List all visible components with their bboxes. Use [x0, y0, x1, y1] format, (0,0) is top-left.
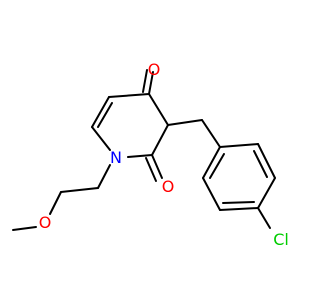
bond-ar3-ar4 [257, 177, 276, 209]
bond-o-ch3 [12, 226, 37, 231]
atom-label-cl: Cl [273, 230, 289, 249]
bond-ch2-aryl [201, 119, 221, 148]
atom-label-n-ring: N [110, 148, 122, 167]
bond-ar4-ar5-inner [222, 201, 255, 204]
bond-c2-o-second [145, 157, 157, 182]
bond-ar4-cl [257, 207, 271, 229]
structure-svg: O O N O Cl [12, 60, 289, 249]
bond-c6-c5-inner [97, 102, 113, 128]
atom-label-o-ether: O [39, 213, 52, 232]
bond-n1-c6 [91, 126, 111, 151]
bond-ar2-ar3-inner [253, 150, 268, 178]
bond-ar4-ar5 [219, 207, 259, 211]
bond-c3-c2 [151, 124, 169, 156]
bond-c5-c4 [108, 93, 150, 98]
bond-c4-o [148, 71, 154, 95]
bond-ch2a-ch2b [60, 187, 99, 193]
bond-ar6-ar1-inner [209, 153, 225, 179]
atom-label-o-carbonyl-4: O [148, 60, 161, 79]
bond-c4-c3 [148, 93, 169, 126]
bond-n1-ch2a [97, 164, 111, 189]
bond-ar2-ar3 [257, 143, 276, 179]
bond-ar6-ar1 [202, 146, 221, 179]
bond-c2-o [151, 154, 163, 179]
atom-label-o-carbonyl-2: O [162, 177, 175, 196]
bond-ar1-ar2 [219, 143, 259, 148]
bond-c2-n1 [127, 154, 153, 158]
bond-ar5-ar6 [202, 177, 221, 211]
molecule-diagram: O O N O Cl [12, 60, 289, 249]
bond-c3-ch2 [167, 119, 203, 126]
bond-ch2b-o [49, 191, 62, 215]
bond-c4-o-second [142, 69, 148, 93]
bond-c6-c5 [91, 96, 110, 128]
